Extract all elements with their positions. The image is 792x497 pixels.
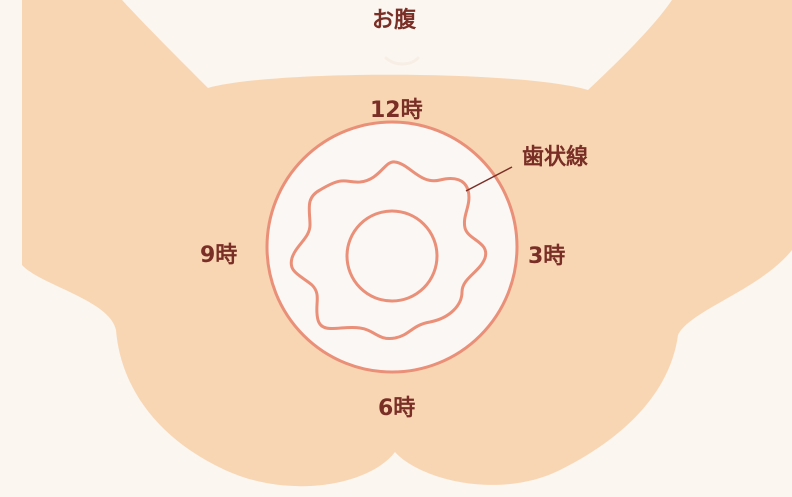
six-oclock-label: 6時 <box>378 396 416 421</box>
dentate-line-label: 歯状線 <box>522 145 589 170</box>
dentate-leader-line <box>465 166 513 192</box>
three-oclock-label: 3時 <box>528 244 566 269</box>
dentate-line-wave <box>289 160 488 341</box>
anal-inner-circle <box>345 209 439 303</box>
nine-oclock-label: 9時 <box>200 243 238 268</box>
twelve-oclock-label: 12時 <box>370 98 423 123</box>
navel-mark <box>384 56 420 66</box>
anal-outer-ring <box>265 120 519 374</box>
belly-label: お腹 <box>372 8 417 33</box>
